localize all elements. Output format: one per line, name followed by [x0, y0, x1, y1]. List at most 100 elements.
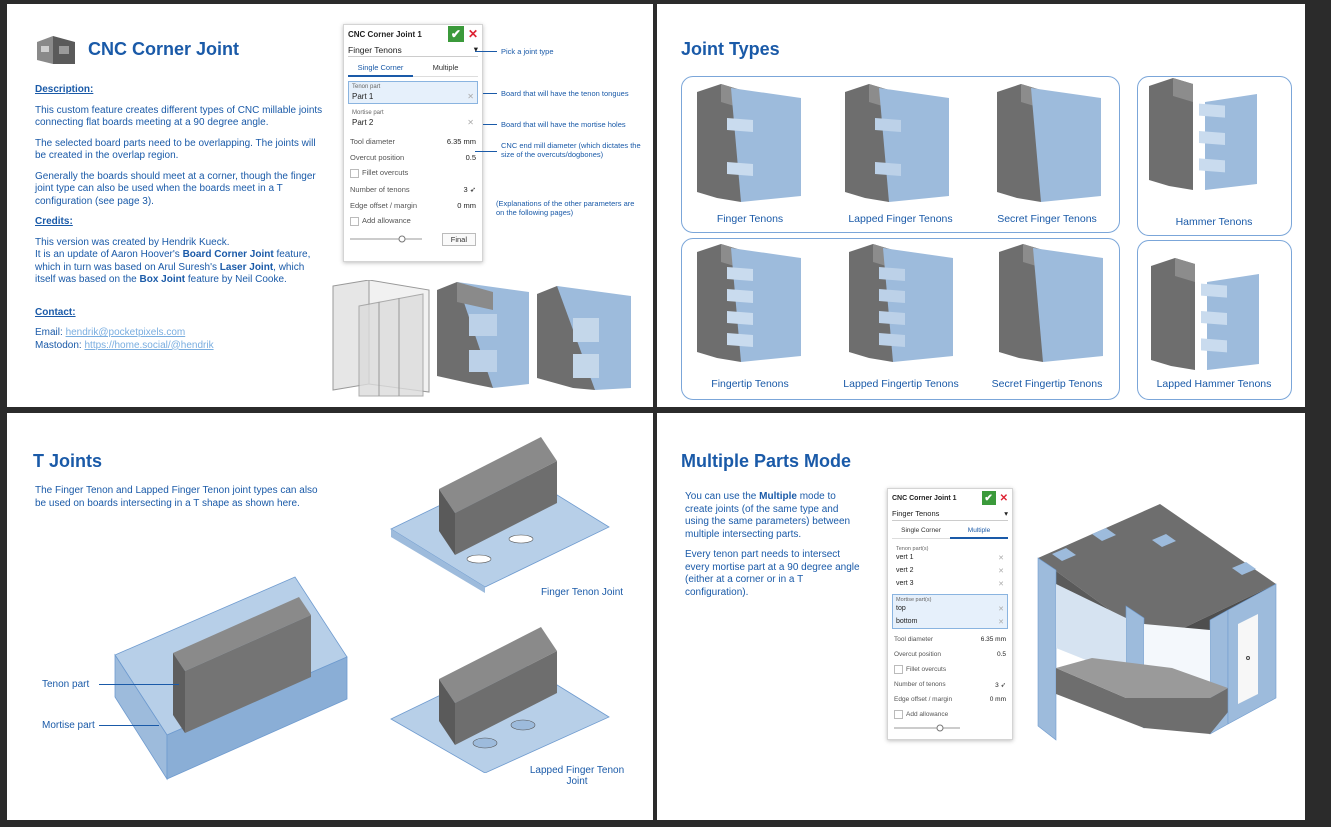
joint-type-select[interactable]: Finger Tenons▾	[892, 507, 1008, 521]
caption-lapped-finger-tenons: Lapped Finger Tenons	[848, 213, 953, 225]
mastodon-link[interactable]: https://home.social/@hendrik	[84, 339, 214, 351]
overlap-boards-image	[332, 280, 430, 397]
annotation-line	[99, 725, 159, 726]
feature-dialog: CNC Corner Joint 1 ✔ ✕ Finger Tenons▾ Si…	[343, 24, 483, 262]
finger-tenon-joint-image	[390, 437, 610, 593]
thumb-tenon	[1199, 158, 1225, 173]
thumb-tenon	[1199, 103, 1225, 118]
tab-multiple[interactable]: Multiple	[413, 60, 478, 77]
page-joint-types: Joint Types Finger Tenons Lapped Finger …	[657, 4, 1305, 407]
thumb-tenon	[727, 267, 753, 281]
caption-finger-tenons: Finger Tenons	[716, 213, 784, 225]
caption-lapped-finger-tenon-joint: Lapped Finger Tenon Joint	[529, 765, 625, 787]
multiple-p1: You can use the Multiple mode to create …	[685, 491, 851, 540]
lapped-finger-tenon-joint-image	[390, 627, 610, 773]
thumb-tenon	[1199, 131, 1225, 145]
dialog-title: CNC Corner Joint 1	[892, 494, 957, 502]
flip-icon[interactable]: ➶	[469, 184, 476, 194]
logo-icon	[37, 36, 75, 64]
thumb-gray-board	[1151, 258, 1195, 370]
final-button[interactable]: Final	[441, 232, 476, 246]
thumb-tenon	[879, 311, 905, 325]
clear-icon[interactable]: ✕	[467, 92, 474, 101]
multiple-text: You can use the Multiple mode to create …	[685, 491, 865, 607]
page-title: CNC Corner Joint	[88, 39, 240, 59]
caption-secret-finger-tenons: Secret Finger Tenons	[997, 213, 1097, 225]
rollback-slider[interactable]	[894, 724, 964, 732]
thumb-tenon	[879, 267, 905, 281]
caption-lapped-hammer-tenons: Lapped Hammer Tenons	[1156, 378, 1272, 390]
email-link[interactable]: hendrik@pocketpixels.com	[65, 327, 186, 338]
feature-dialog-multiple: CNC Corner Joint 1 ✔ ✕ Finger Tenons▾ Si…	[887, 488, 1013, 740]
card-lapped-hammer	[1137, 240, 1292, 400]
multiple-parts-assembly-image	[1037, 504, 1277, 741]
tab-single-corner[interactable]: Single Corner	[892, 524, 950, 539]
confirm-button[interactable]: ✔	[981, 491, 996, 505]
thumb-tenon	[1201, 338, 1227, 353]
thumb-tenon	[727, 333, 753, 347]
description-p1: This custom feature creates different ty…	[35, 104, 323, 129]
tenon-part-field[interactable]: Tenon part Part 1✕	[348, 81, 478, 104]
joint-type-select[interactable]: Finger Tenons▾	[348, 43, 478, 57]
annotation-line	[475, 51, 497, 52]
credits-text: This version was created by Hendrik Kuec…	[35, 236, 311, 286]
thumb-gray-board	[999, 244, 1043, 362]
mortise-part-field[interactable]: Mortise part Part 2✕	[348, 107, 478, 130]
thumb-blue-board	[731, 88, 801, 202]
caption-lapped-fingertip-tenons: Lapped Fingertip Tenons	[843, 378, 959, 390]
multiple-p2: Every tenon part needs to intersect ever…	[685, 549, 860, 598]
thumb-tenon	[1201, 311, 1227, 325]
thumb-tenon	[727, 162, 753, 176]
description-block: Description: This custom feature creates…	[35, 84, 325, 352]
thumb-gray-top	[1175, 258, 1195, 282]
tab-single-corner[interactable]: Single Corner	[348, 60, 413, 77]
thumb-blue-board	[1031, 88, 1101, 202]
thumb-blue-board	[879, 88, 949, 202]
description-p3: Generally the boards should meet at a co…	[35, 170, 316, 207]
tenon-parts-field[interactable]: Tenon part(s) vert 1✕ vert 2✕ vert 3✕	[892, 543, 1008, 591]
annotation-other: (Explanations of the other parameters ar…	[496, 199, 635, 217]
card-hammer	[1137, 76, 1292, 236]
confirm-button[interactable]: ✔	[447, 26, 464, 42]
t-joint-large-image	[114, 576, 348, 781]
annotation-line	[99, 684, 179, 685]
page-title: T Joints	[33, 451, 103, 471]
card-fingertip-group	[681, 238, 1120, 400]
thumb-tenon	[879, 333, 905, 347]
close-icon[interactable]: ✕	[999, 492, 1008, 504]
thumb-gray-top	[1173, 78, 1193, 102]
add-allowance-checkbox[interactable]: Add allowance	[350, 213, 476, 229]
card-finger-group	[681, 76, 1120, 233]
fillet-overcuts-checkbox[interactable]: Fillet overcuts	[894, 662, 1006, 677]
thumb-tenon	[727, 289, 753, 303]
page-title: Joint Types	[681, 39, 780, 59]
clear-icon[interactable]: ✕	[467, 118, 474, 127]
contact-email: Email: hendrik@pocketpixels.com	[35, 327, 186, 338]
label-mortise-part: Mortise part	[42, 720, 95, 731]
add-allowance-checkbox[interactable]: Add allowance	[894, 707, 1006, 722]
thumb-tenon	[727, 311, 753, 325]
rollback-slider[interactable]	[350, 235, 426, 243]
dialog-title: CNC Corner Joint 1	[348, 29, 422, 39]
close-icon[interactable]: ✕	[467, 27, 478, 41]
flip-icon[interactable]: ➶	[1000, 681, 1006, 689]
fillet-overcuts-checkbox[interactable]: Fillet overcuts	[350, 165, 476, 181]
thumb-gray-board	[1149, 78, 1193, 190]
tab-multiple[interactable]: Multiple	[950, 524, 1008, 539]
annotation-pick: Pick a joint type	[501, 47, 554, 56]
mortise-parts-field[interactable]: Mortise part(s) top✕ bottom✕	[892, 594, 1008, 629]
thumb-tenon	[727, 118, 753, 132]
caption-hammer-tenons: Hammer Tenons	[1175, 216, 1253, 228]
label-tenon-part: Tenon part	[42, 679, 90, 690]
finger-joint-image	[437, 282, 529, 388]
page-title: Multiple Parts Mode	[681, 451, 852, 471]
chevron-down-icon: ▾	[473, 44, 478, 54]
